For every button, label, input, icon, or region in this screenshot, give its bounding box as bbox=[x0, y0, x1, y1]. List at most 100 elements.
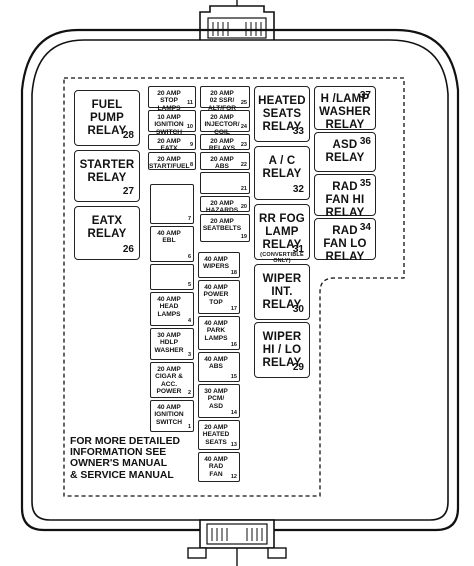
fuse-10-number: 10 bbox=[186, 124, 193, 130]
ac-relay: A / C RELAY 32 bbox=[254, 146, 310, 200]
fuse-8-number: 8 bbox=[189, 162, 193, 168]
fuse-22-number: 22 bbox=[240, 162, 247, 168]
fuse-4: 40 AMP HEAD LAMPS 4 bbox=[150, 292, 194, 326]
fuse-6: 40 AMP EBL 6 bbox=[150, 226, 194, 262]
fuse-18-label: 40 AMP WIPERS bbox=[202, 256, 229, 271]
h-lamp-washer-relay-number: 37 bbox=[359, 90, 371, 101]
fuse-12-number: 12 bbox=[230, 474, 237, 480]
fuel-pump-relay-label: FUEL PUMP RELAY bbox=[87, 99, 127, 137]
fuse-19-label: 20 AMP SEATBELTS bbox=[202, 218, 242, 233]
fuse-2: 20 AMP CIGAR & ACC. POWER 2 bbox=[150, 362, 194, 398]
manual-note: FOR MORE DETAILED INFORMATION SEE OWNER'… bbox=[70, 436, 181, 481]
fuel-pump-relay-number: 28 bbox=[122, 130, 134, 141]
fuse-21-number: 21 bbox=[240, 186, 247, 192]
fuse-1-number: 1 bbox=[187, 424, 191, 430]
starter-relay: STARTER RELAY 27 bbox=[74, 150, 140, 202]
rad-fan-hi-relay-label: RAD FAN HI RELAY bbox=[325, 181, 365, 219]
ac-relay-label: A / C RELAY bbox=[262, 155, 302, 180]
wiper-int-relay-label: WIPER INT. RELAY bbox=[262, 273, 302, 311]
fuse-24-number: 24 bbox=[240, 124, 247, 130]
fuse-10-label: 10 AMP IGNITION SWITCH bbox=[154, 114, 184, 136]
ac-relay-number: 32 bbox=[292, 184, 304, 195]
fuse-20-number: 20 bbox=[240, 204, 247, 210]
rr-fog-lamp-relay-sublabel: (CONVERTIBLE ONLY) bbox=[260, 252, 304, 264]
fuse-18-number: 18 bbox=[230, 270, 237, 276]
fuse-11-label: 20 AMP STOP LAMPS bbox=[157, 90, 181, 112]
fuse-19-number: 19 bbox=[240, 234, 247, 240]
fuse-15-label: 40 AMP ABS bbox=[204, 356, 228, 371]
fuse-25-label: 20 AMP 02 SSR/ ALT/FOR bbox=[207, 90, 237, 112]
fuse-14-number: 14 bbox=[230, 410, 237, 416]
wiper-int-relay-number: 30 bbox=[292, 304, 304, 315]
rad-fan-lo-relay-label: RAD FAN LO RELAY bbox=[323, 225, 367, 263]
fuse-5: 5 bbox=[150, 264, 194, 290]
fuse-25-number: 25 bbox=[240, 100, 247, 106]
fuse-16-number: 16 bbox=[230, 342, 237, 348]
eatx-relay-label: EATX RELAY bbox=[87, 215, 127, 240]
fuse-7: 7 bbox=[150, 184, 194, 224]
fuse-23: 20 AMP RELAYS 23 bbox=[200, 134, 250, 153]
fuse-20-label: 20 AMP HAZARDS bbox=[205, 200, 239, 215]
bottom-connector-tab bbox=[187, 519, 287, 559]
fuse-21: 21 bbox=[200, 172, 250, 194]
eatx-relay: EATX RELAY 26 bbox=[74, 206, 140, 260]
fuse-2-label: 20 AMP CIGAR & ACC. POWER bbox=[155, 366, 183, 396]
fuse-6-number: 6 bbox=[187, 254, 191, 260]
fuse-14-label: 30 AMP PCM/ ASD bbox=[204, 388, 228, 410]
fuse-12-label: 40 AMP RAD FAN bbox=[204, 456, 228, 478]
rr-fog-lamp-relay-number: 31 bbox=[292, 244, 304, 255]
fuse-11-number: 11 bbox=[187, 100, 193, 106]
fuse-3-label: 30 AMP HDLP WASHER bbox=[154, 332, 184, 354]
wiper-hi-lo-relay-number: 29 bbox=[292, 362, 304, 373]
eatx-relay-number: 26 bbox=[122, 244, 134, 255]
asd-relay-label: ASD RELAY bbox=[325, 139, 365, 164]
fuse-1-label: 40 AMP IGNITION SWITCH bbox=[154, 404, 184, 426]
fuse-13-label: 20 AMP HEATED SEATS bbox=[202, 424, 230, 446]
fuse-4-label: 40 AMP HEAD LAMPS bbox=[157, 296, 181, 318]
fuse-9-label: 20 AMP EATX bbox=[157, 138, 181, 153]
inner-dashed-outline bbox=[63, 77, 405, 497]
asd-relay-number: 36 bbox=[359, 136, 371, 147]
fuse-4-number: 4 bbox=[187, 318, 191, 324]
starter-relay-label: STARTER RELAY bbox=[79, 159, 135, 184]
fuse-22-label: 20 AMP ABS bbox=[210, 156, 234, 171]
fuse-16-label: 40 AMP PARK LAMPS bbox=[204, 320, 228, 342]
fuse-2-number: 2 bbox=[187, 390, 191, 396]
fuse-17-number: 17 bbox=[230, 306, 237, 312]
fuse-9: 20 AMP EATX 9 bbox=[148, 134, 196, 153]
heated-seats-relay-label: HEATED SEATS RELAY bbox=[258, 95, 306, 133]
outer-housing bbox=[20, 28, 460, 532]
fuse-6-label: 40 AMP EBL bbox=[157, 230, 181, 245]
fuse-7-number: 7 bbox=[187, 216, 191, 222]
top-connector-tab bbox=[199, 0, 275, 40]
fuse-22: 20 AMP ABS 22 bbox=[200, 152, 250, 170]
fuse-9-number: 9 bbox=[189, 142, 193, 148]
starter-relay-number: 27 bbox=[122, 186, 134, 197]
fuse-23-label: 20 AMP RELAYS bbox=[208, 138, 236, 153]
fuse-23-number: 23 bbox=[240, 142, 247, 148]
rr-fog-lamp-relay: RR FOG LAMP RELAY(CONVERTIBLE ONLY)31 bbox=[254, 204, 310, 264]
